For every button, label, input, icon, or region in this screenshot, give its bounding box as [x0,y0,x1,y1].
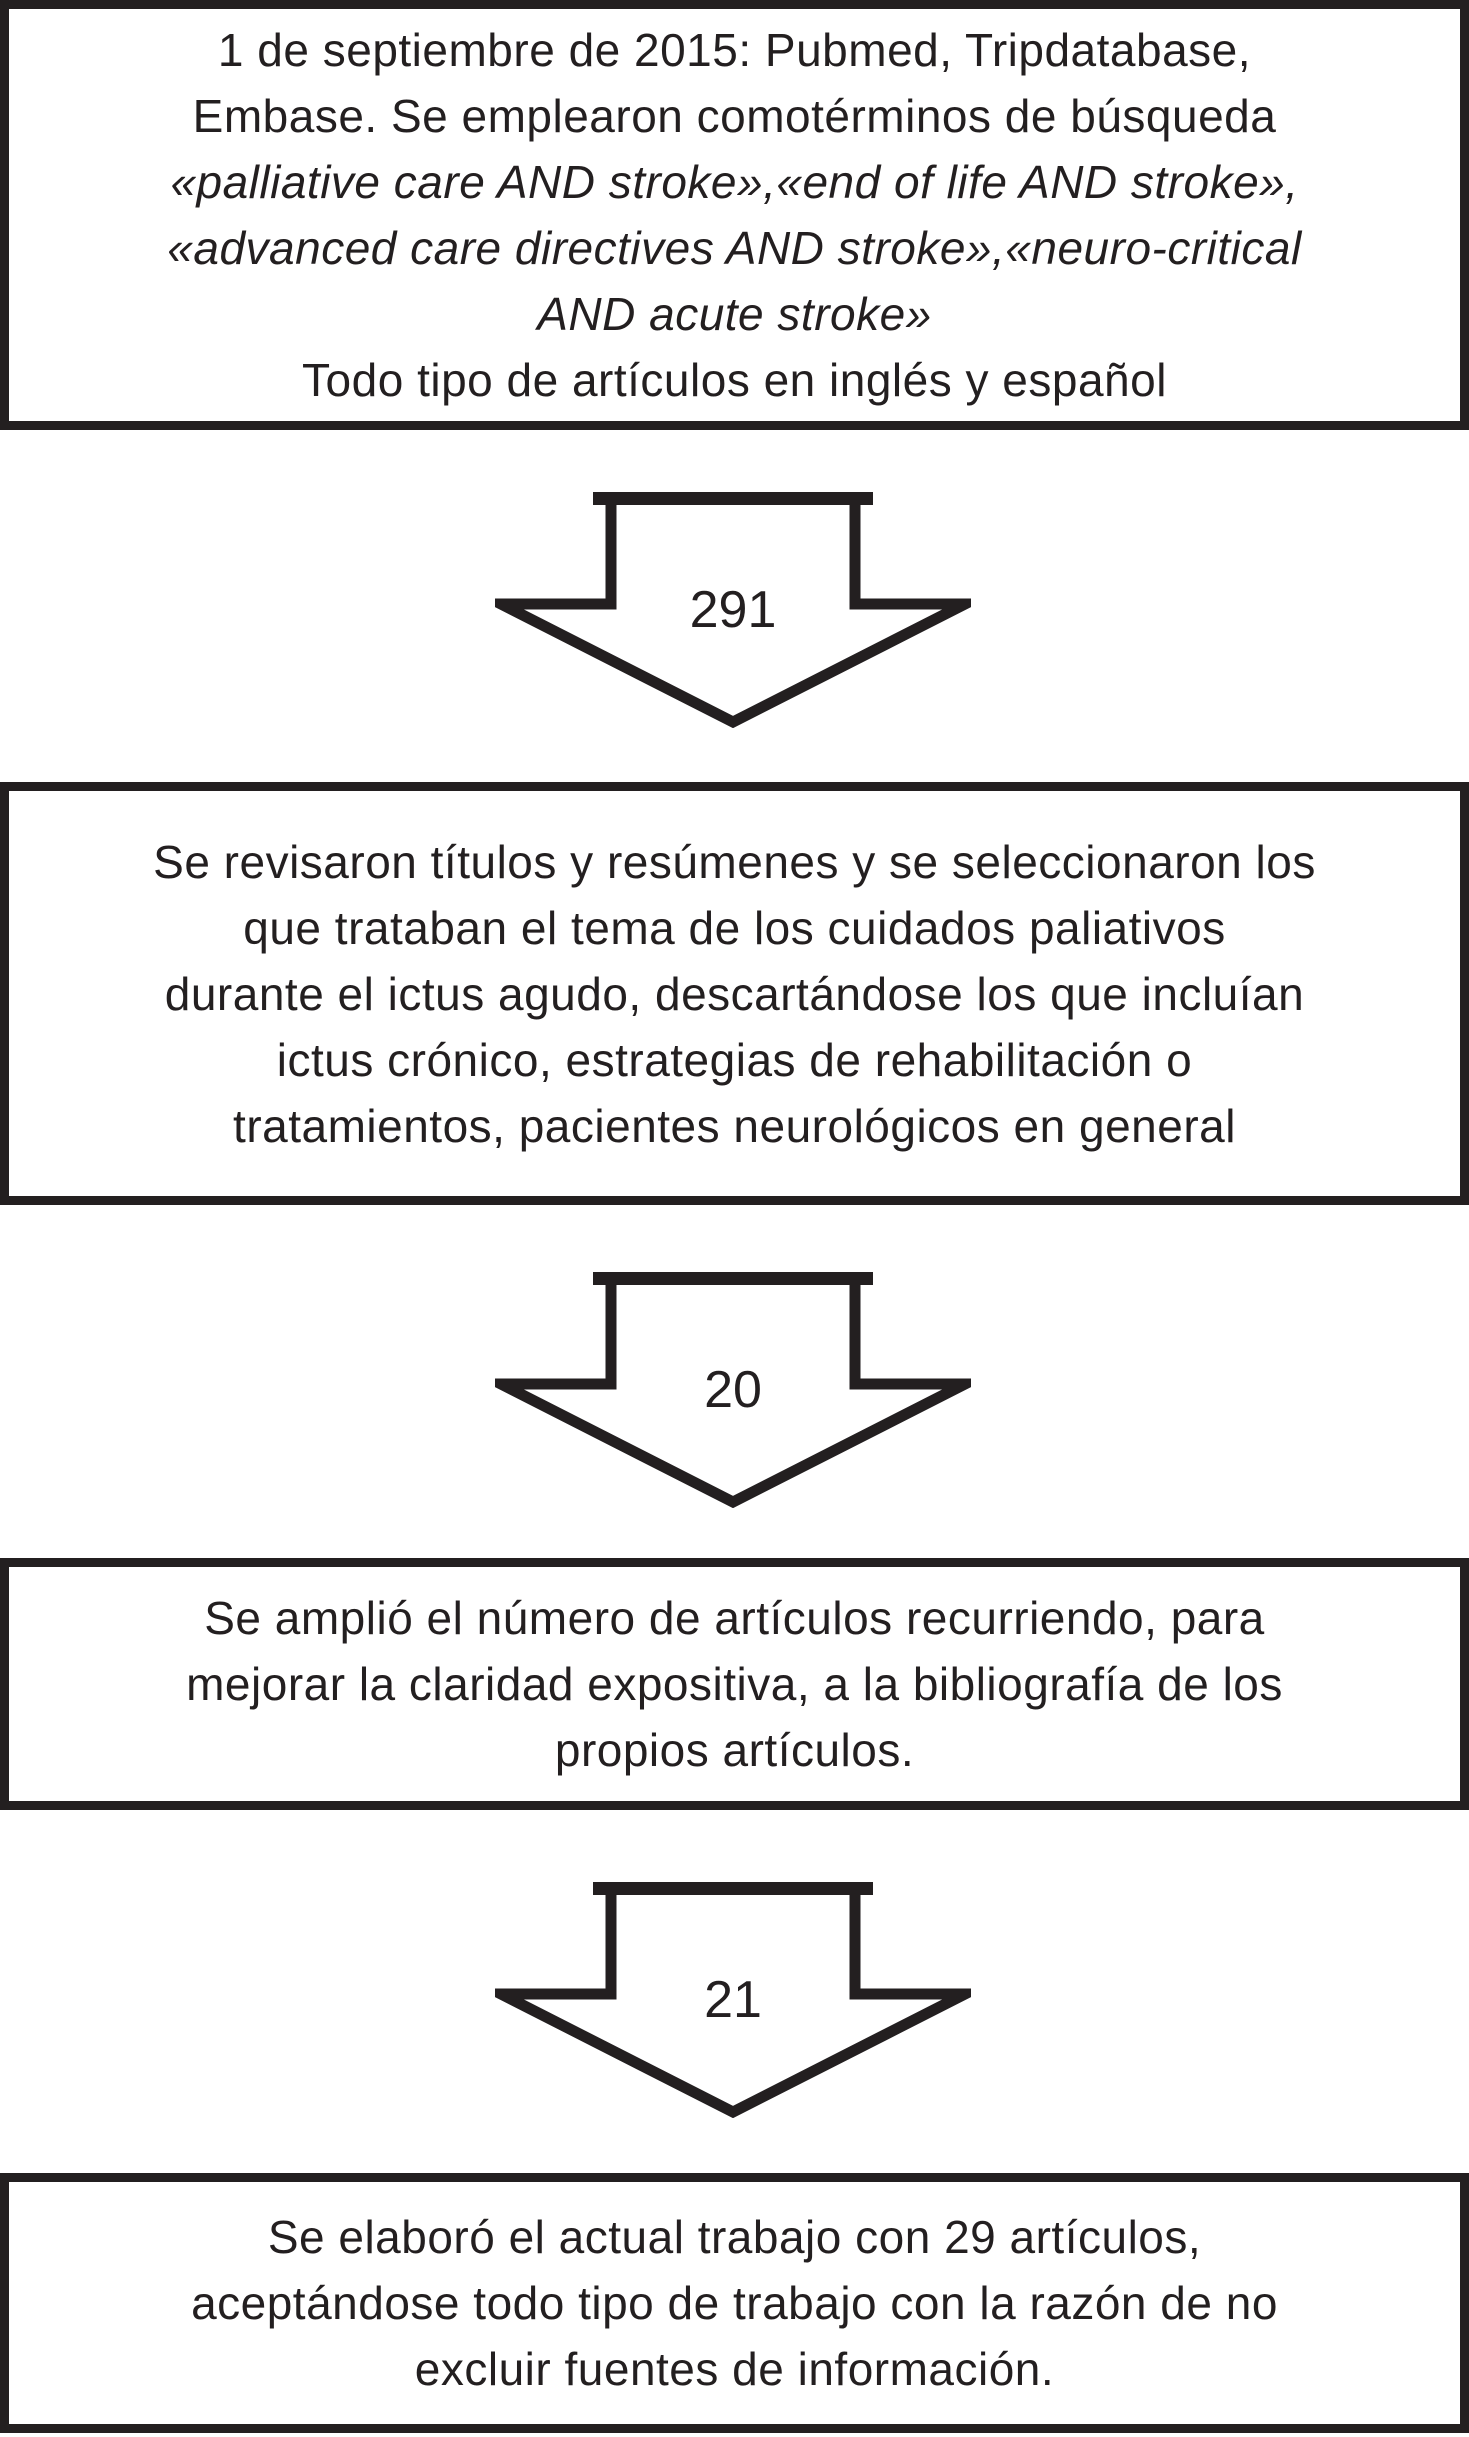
box-bibliography-expansion: Se amplió el número de artículos recurri… [0,1558,1469,1810]
search-dates-and-databases-text: 1 de septiembre de 2015: Pubmed, Tripdat… [192,24,1277,142]
arrow-count-label: 21 [704,1971,762,2029]
arrow-count-label: 20 [704,1361,762,1419]
block-arrow-shape [495,1882,971,2118]
arrow-count-label: 291 [689,581,777,639]
down-arrow-1: 291 [495,492,971,728]
article-language-text: Todo tipo de artículos en inglés y españ… [302,354,1167,406]
expansion-text: Se amplió el número de artículos recurri… [186,1592,1283,1776]
box-search-strategy: 1 de septiembre de 2015: Pubmed, Tripdat… [0,0,1469,430]
final-selection-text: Se elaboró el actual trabajo con 29 artí… [191,2211,1278,2395]
search-terms-text: «palliative care AND stroke»,«end of lif… [167,156,1302,340]
down-arrow-3: 21 [495,1882,971,2118]
box-final-selection: Se elaboró el actual trabajo con 29 artí… [0,2173,1469,2433]
block-arrow-shape [495,1272,971,1508]
box-title-abstract-screening: Se revisaron títulos y resúmenes y se se… [0,782,1469,1205]
down-arrow-2: 20 [495,1272,971,1508]
screening-text: Se revisaron títulos y resúmenes y se se… [153,835,1316,1152]
block-arrow-shape [495,492,971,728]
